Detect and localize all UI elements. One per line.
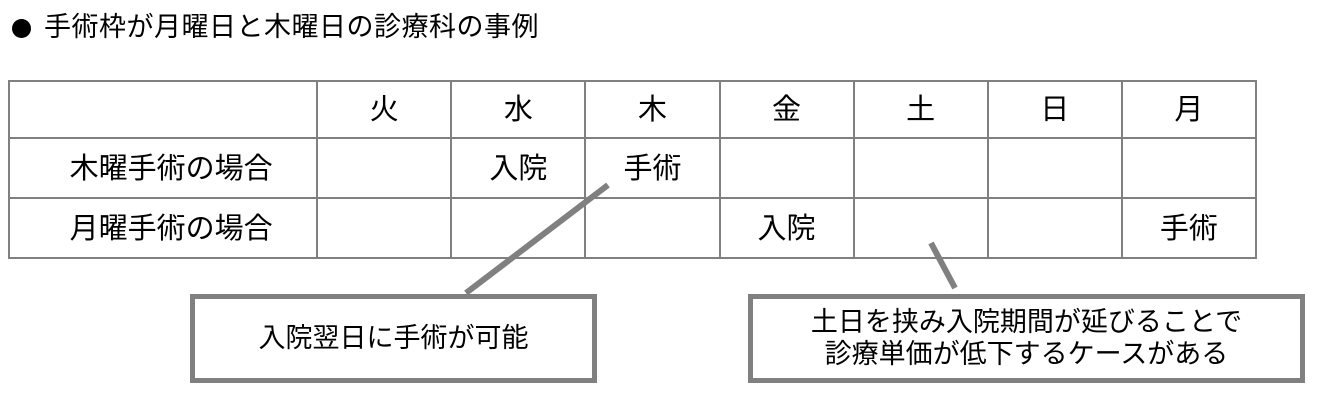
cell-mon-row-tue [316, 197, 453, 259]
cell-mon-row-mon: 手術 [1120, 197, 1258, 259]
callout-left-text: 入院翌日に手術が可能 [258, 322, 529, 354]
cell-mon-row-sat [852, 197, 989, 259]
callout-right-text: 土日を挟み入院期間が延びることで 診療単価が低下するケースがある [810, 306, 1243, 370]
day-header-thu: 木 [584, 80, 721, 139]
cell-thu-row-thu: 手術 [584, 137, 721, 199]
day-header-fri: 金 [718, 80, 855, 139]
table-corner-cell [7, 80, 319, 139]
day-header-sat: 土 [852, 80, 989, 139]
cell-thu-row-wed: 入院 [450, 137, 587, 199]
cell-mon-row-fri: 入院 [718, 197, 855, 259]
cell-thu-row-mon [1120, 137, 1258, 199]
callout-box-right: 土日を挟み入院期間が延びることで 診療単価が低下するケースがある [748, 294, 1305, 383]
bullet-icon [12, 18, 31, 38]
cell-mon-row-sun [986, 197, 1123, 259]
row-label-monday-surgery: 月曜手術の場合 [7, 197, 319, 259]
table-header-row: 火 水 木 金 土 日 月 [7, 80, 1258, 139]
callout-box-left: 入院翌日に手術が可能 [190, 294, 597, 383]
day-header-tue: 火 [316, 80, 453, 139]
day-header-mon: 月 [1120, 80, 1258, 139]
cell-thu-row-sat [852, 137, 989, 199]
cell-thu-row-tue [316, 137, 453, 199]
day-header-sun: 日 [986, 80, 1123, 139]
row-label-thursday-surgery: 木曜手術の場合 [7, 137, 319, 199]
day-header-wed: 水 [450, 80, 587, 139]
cell-thu-row-sun [986, 137, 1123, 199]
page-title: 手術枠が月曜日と木曜日の診療科の事例 [12, 8, 539, 48]
table-row: 月曜手術の場合 入院 手術 [7, 197, 1258, 259]
page-title-text: 手術枠が月曜日と木曜日の診療科の事例 [44, 12, 539, 43]
cell-mon-row-wed [450, 197, 587, 259]
schedule-table: 火 水 木 金 土 日 月 木曜手術の場合 入院 手術 月曜手術の場合 入院 [7, 80, 1258, 259]
table-row: 木曜手術の場合 入院 手術 [7, 137, 1258, 199]
cell-mon-row-thu [584, 197, 721, 259]
cell-thu-row-fri [718, 137, 855, 199]
